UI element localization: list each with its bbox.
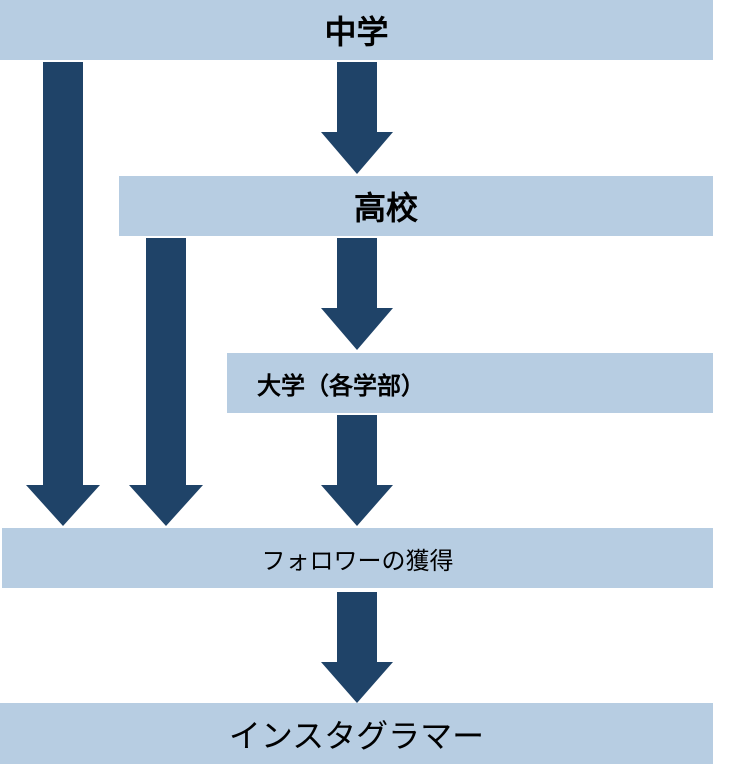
arrow-follower-to-instagrammer <box>321 592 393 703</box>
arrow-koukou-to-daigaku <box>321 238 393 350</box>
arrow-chugaku-to-koukou <box>321 62 393 174</box>
node-koukou-label: 高校 <box>353 189 418 227</box>
node-chugaku-label: 中学 <box>324 13 389 51</box>
arrow-chugaku-to-follower <box>26 62 100 526</box>
node-follower: フォロワーの獲得 <box>2 528 713 588</box>
node-chugaku: 中学 <box>0 0 713 60</box>
node-daigaku-label: 大学（各学部） <box>257 371 425 400</box>
node-instagrammer: インスタグラマー <box>0 703 713 764</box>
node-follower-label: フォロワーの獲得 <box>261 546 454 575</box>
arrow-daigaku-to-follower <box>321 415 393 526</box>
node-daigaku: 大学（各学部） <box>227 353 713 413</box>
node-instagrammer-label: インスタグラマー <box>228 716 485 755</box>
arrow-koukou-to-follower <box>129 238 203 526</box>
node-koukou: 高校 <box>119 176 713 236</box>
